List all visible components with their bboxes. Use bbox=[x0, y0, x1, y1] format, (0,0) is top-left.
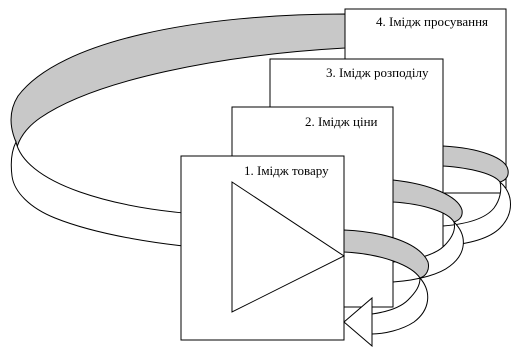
loop-2-back-face bbox=[343, 229, 429, 279]
level-1-label: 1. Імідж товару bbox=[244, 163, 329, 178]
main-loop-arrowhead bbox=[231, 181, 345, 313]
level-2-label: 2. Імідж ціни bbox=[305, 114, 378, 129]
loop-around-level-4 bbox=[442, 145, 511, 247]
level-4-label: 4. Імідж просування bbox=[376, 14, 488, 29]
loop-around-level-2 bbox=[343, 229, 429, 347]
loop-4-back-face bbox=[442, 145, 509, 183]
loop-2-arrowhead bbox=[343, 296, 373, 347]
loop-3-back-face bbox=[392, 179, 463, 223]
outer-loop-band bbox=[10, 13, 346, 251]
outer-loop-front-face bbox=[10, 140, 233, 251]
level-3-label: 3. Імідж розподілу bbox=[326, 65, 429, 80]
